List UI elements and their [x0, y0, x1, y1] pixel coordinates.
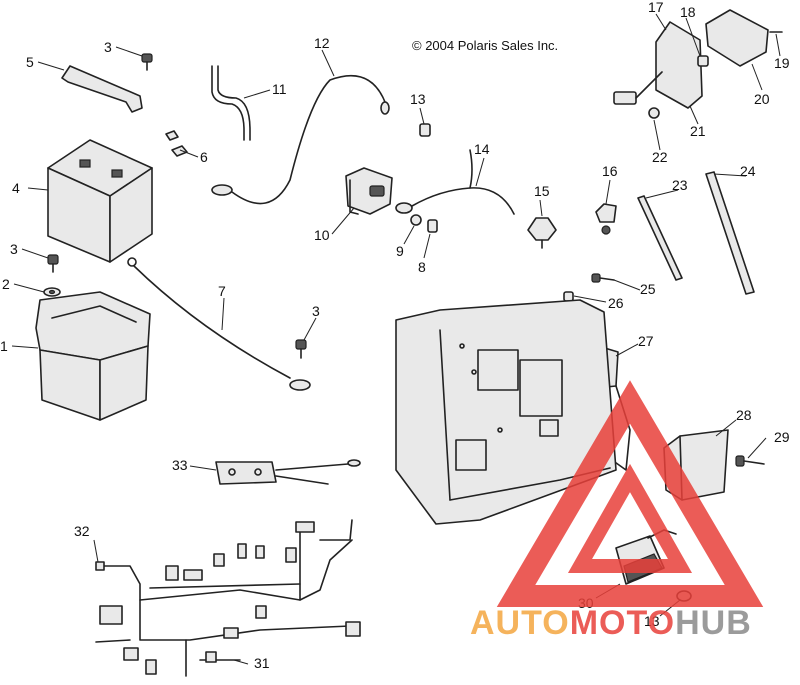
callout-31: 31 — [254, 655, 270, 671]
callout-24: 24 — [740, 163, 756, 179]
battery-cable-negative — [127, 257, 311, 391]
callout-10: 10 — [314, 227, 330, 243]
callout-3c: 3 — [312, 303, 320, 319]
nut-22 — [648, 107, 660, 119]
connector-plug — [613, 71, 663, 105]
watermark-text-moto: MOTO — [570, 604, 675, 642]
callout-27: 27 — [638, 333, 654, 349]
svg-text:AUTOMOTOHUB: AUTOMOTOHUB — [470, 604, 752, 642]
mounting-panel — [395, 299, 617, 525]
callout-3a: 3 — [104, 39, 112, 55]
battery-hold-down-bracket — [61, 65, 143, 113]
callout-29: 29 — [774, 429, 790, 445]
callout-9: 9 — [396, 243, 404, 259]
callout-32: 32 — [74, 523, 90, 539]
callout-14: 14 — [474, 141, 490, 157]
bolt-left — [47, 254, 59, 273]
callout-13a: 13 — [410, 91, 426, 107]
callout-22: 22 — [652, 149, 668, 165]
ground-bracket — [215, 459, 361, 485]
copyright-notice: © 2004 Polaris Sales Inc. — [412, 38, 558, 53]
callout-15: 15 — [534, 183, 550, 199]
watermark-text-auto: AUTO — [470, 604, 570, 642]
callout-3b: 3 — [10, 241, 18, 257]
callout-1: 1 — [0, 338, 8, 354]
battery-cable-positive — [211, 74, 390, 205]
callout-21: 21 — [690, 123, 706, 139]
callout-16: 16 — [602, 163, 618, 179]
screw-18 — [697, 55, 709, 67]
watermark-logo: AUTOMOTOHUB — [470, 380, 764, 642]
callout-17: 17 — [648, 0, 664, 15]
callout-19: 19 — [774, 55, 790, 71]
callout-18: 18 — [680, 4, 696, 20]
callout-28: 28 — [736, 407, 752, 423]
bolt-25 — [591, 273, 615, 283]
callout-20: 20 — [754, 91, 770, 107]
battery — [47, 139, 153, 263]
callout-2: 2 — [2, 276, 10, 292]
callout-8: 8 — [418, 259, 426, 275]
cable-tie-long — [705, 171, 755, 295]
nut-9 — [410, 214, 422, 226]
regulator-cover — [705, 9, 769, 67]
cable-tie-short — [637, 195, 683, 281]
washer — [43, 287, 61, 297]
callout-33: 33 — [172, 457, 188, 473]
callout-23: 23 — [672, 177, 688, 193]
watermark-text-hub: HUB — [675, 604, 752, 642]
callout-5: 5 — [26, 54, 34, 70]
terminal-bolts — [165, 130, 188, 157]
vent-tube — [211, 65, 251, 141]
bolt-29 — [735, 455, 765, 467]
bolt-top — [141, 53, 153, 71]
callout-13b: 13 — [644, 613, 660, 629]
relay-socket — [595, 203, 617, 235]
callout-11: 11 — [272, 81, 287, 97]
battery-box — [35, 291, 151, 421]
wiring-harness — [95, 519, 361, 677]
callout-12: 12 — [314, 35, 330, 51]
solenoid-cable — [395, 149, 515, 215]
nut-26 — [563, 291, 574, 302]
callout-6: 6 — [200, 149, 208, 165]
connector-clip — [527, 217, 557, 249]
starter-solenoid — [345, 167, 393, 215]
screw-8 — [427, 219, 438, 233]
regulator-bracket — [655, 21, 703, 109]
bolt-middle — [295, 339, 307, 359]
callout-4: 4 — [12, 180, 20, 196]
callout-25: 25 — [640, 281, 656, 297]
nut-top — [419, 123, 431, 137]
callout-26: 26 — [608, 295, 624, 311]
callout-7: 7 — [218, 283, 226, 299]
